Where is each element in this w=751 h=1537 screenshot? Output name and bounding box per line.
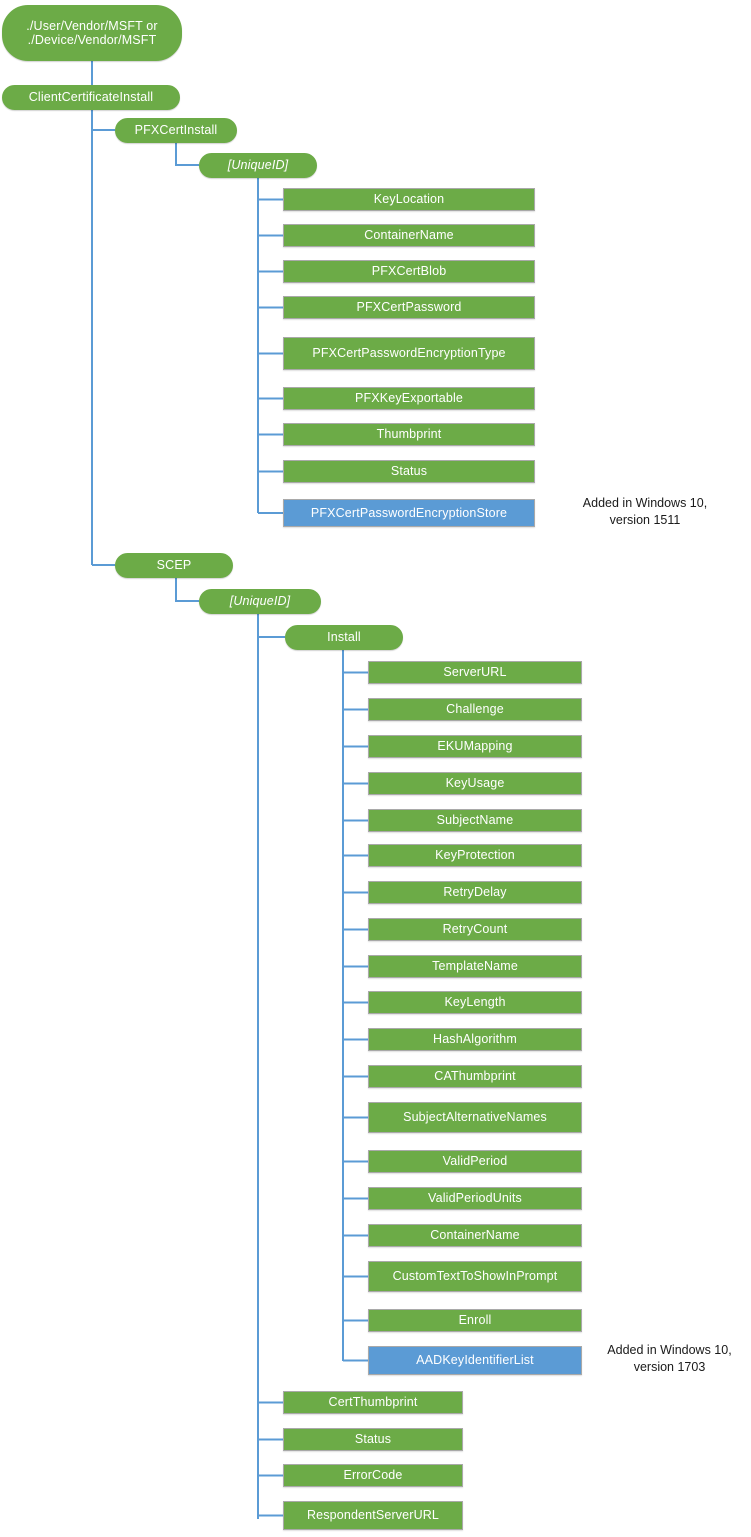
node-scep-templatename[interactable]: TemplateName bbox=[368, 955, 582, 978]
node-pfx-containername[interactable]: ContainerName bbox=[283, 224, 535, 247]
node-scep-customtexttoshowinprompt[interactable]: CustomTextToShowInPrompt bbox=[368, 1261, 582, 1292]
node-scep-status[interactable]: Status bbox=[283, 1428, 463, 1451]
node-pfx-certpasswordencryptionstore[interactable]: PFXCertPasswordEncryptionStore bbox=[283, 499, 535, 527]
node-pfx-thumbprint[interactable]: Thumbprint bbox=[283, 423, 535, 446]
node-scep-unique-id[interactable]: [UniqueID] bbox=[199, 589, 321, 614]
node-pfx-keylocation[interactable]: KeyLocation bbox=[283, 188, 535, 211]
node-scep-containername[interactable]: ContainerName bbox=[368, 1224, 582, 1247]
node-scep-keyprotection[interactable]: KeyProtection bbox=[368, 844, 582, 867]
node-pfx-certpasswordencryptiontype[interactable]: PFXCertPasswordEncryptionType bbox=[283, 337, 535, 370]
annotation-aad-key-line2: version 1703 bbox=[633, 1359, 706, 1374]
node-scep-ekumapping[interactable]: EKUMapping bbox=[368, 735, 582, 758]
node-scep-retrydelay[interactable]: RetryDelay bbox=[368, 881, 582, 904]
node-scep-retrycount[interactable]: RetryCount bbox=[368, 918, 582, 941]
node-pfx-unique-id[interactable]: [UniqueID] bbox=[199, 153, 317, 178]
node-scep-challenge[interactable]: Challenge bbox=[368, 698, 582, 721]
node-install[interactable]: Install bbox=[285, 625, 403, 650]
node-root-line1: ./User/Vendor/MSFT or bbox=[26, 18, 158, 33]
node-pfx-status[interactable]: Status bbox=[283, 460, 535, 483]
node-pfx-keyexportable[interactable]: PFXKeyExportable bbox=[283, 387, 535, 410]
node-pfx-certpassword[interactable]: PFXCertPassword bbox=[283, 296, 535, 319]
node-client-certificate-install[interactable]: ClientCertificateInstall bbox=[2, 85, 180, 110]
node-scep-validperiod[interactable]: ValidPeriod bbox=[368, 1150, 582, 1173]
node-root[interactable]: ./User/Vendor/MSFT or ./Device/Vendor/MS… bbox=[2, 5, 182, 61]
annotation-pfx-store: Added in Windows 10, version 1511 bbox=[545, 495, 745, 529]
node-scep-hashalgorithm[interactable]: HashAlgorithm bbox=[368, 1028, 582, 1051]
node-scep-respondentserverurl[interactable]: RespondentServerURL bbox=[283, 1501, 463, 1530]
node-scep-aadkeyidentifierlist[interactable]: AADKeyIdentifierList bbox=[368, 1346, 582, 1375]
annotation-pfx-store-line1: Added in Windows 10, bbox=[582, 496, 708, 510]
annotation-pfx-store-line2: version 1511 bbox=[609, 512, 681, 527]
node-pfx-cert-install[interactable]: PFXCertInstall bbox=[115, 118, 237, 143]
node-scep-subjectalternativenames[interactable]: SubjectAlternativeNames bbox=[368, 1102, 582, 1133]
node-scep-cathumbprint[interactable]: CAThumbprint bbox=[368, 1065, 582, 1088]
node-scep-keyusage[interactable]: KeyUsage bbox=[368, 772, 582, 795]
annotation-aad-key: Added in Windows 10, version 1703 bbox=[592, 1342, 747, 1376]
node-scep-errorcode[interactable]: ErrorCode bbox=[283, 1464, 463, 1487]
node-scep-validperiodunits[interactable]: ValidPeriodUnits bbox=[368, 1187, 582, 1210]
node-scep-certthumbprint[interactable]: CertThumbprint bbox=[283, 1391, 463, 1414]
node-scep-serverurl[interactable]: ServerURL bbox=[368, 661, 582, 684]
annotation-aad-key-line1: Added in Windows 10, bbox=[607, 1343, 732, 1357]
node-scep-enroll[interactable]: Enroll bbox=[368, 1309, 582, 1332]
node-pfx-certblob[interactable]: PFXCertBlob bbox=[283, 260, 535, 283]
node-root-line2: ./Device/Vendor/MSFT bbox=[27, 33, 157, 47]
node-scep[interactable]: SCEP bbox=[115, 553, 233, 578]
node-scep-keylength[interactable]: KeyLength bbox=[368, 991, 582, 1014]
node-scep-subjectname[interactable]: SubjectName bbox=[368, 809, 582, 832]
